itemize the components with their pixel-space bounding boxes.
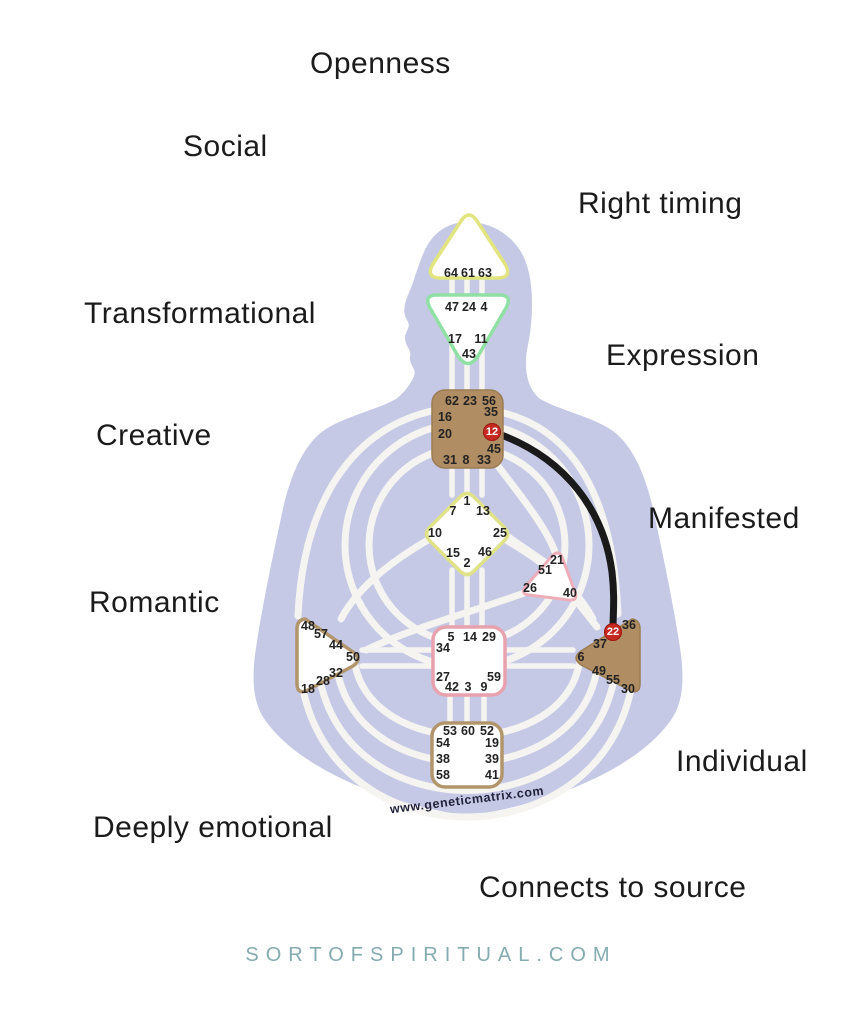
gate-15: 15	[446, 545, 460, 560]
gate-63: 63	[478, 265, 492, 280]
gate-17: 17	[448, 331, 462, 346]
gate-11: 11	[474, 331, 488, 346]
center-heart	[522, 551, 578, 602]
gate-9: 9	[480, 679, 488, 694]
label-individual: Individual	[676, 745, 808, 778]
gate-19: 19	[485, 735, 499, 750]
gate-49: 49	[592, 663, 606, 678]
gate-23: 23	[463, 393, 477, 408]
label-transformational: Transformational	[84, 297, 316, 330]
gate-61: 61	[461, 265, 475, 280]
center-root	[430, 721, 504, 789]
gate-22: 22	[604, 623, 622, 641]
label-connects-to-source: Connects to source	[479, 871, 747, 904]
gate-27: 27	[436, 669, 450, 684]
gate-31: 31	[443, 452, 457, 467]
gate-37: 37	[593, 636, 607, 651]
gate-5: 5	[447, 629, 455, 644]
gate-58: 58	[436, 767, 450, 782]
gate-46: 46	[478, 544, 492, 559]
gate-8: 8	[462, 452, 470, 467]
gate-3: 3	[464, 679, 472, 694]
gate-62: 62	[445, 393, 459, 408]
center-sacral	[431, 625, 507, 697]
gate-45: 45	[487, 441, 501, 456]
gate-51: 51	[538, 562, 552, 577]
center-spleen	[295, 617, 360, 694]
gate-57: 57	[314, 626, 328, 641]
gate-38: 38	[436, 751, 450, 766]
gate-47: 47	[445, 299, 459, 314]
gate-35: 35	[484, 404, 498, 419]
gate-44: 44	[329, 637, 343, 652]
gate-50: 50	[346, 649, 360, 664]
gate-4: 4	[480, 299, 488, 314]
gate-48: 48	[301, 618, 315, 633]
label-expression: Expression	[606, 339, 760, 372]
label-creative: Creative	[96, 419, 212, 452]
center-ajna	[425, 293, 511, 366]
gate-7: 7	[449, 503, 457, 518]
defined-channel-12-22	[492, 429, 618, 632]
gate-10: 10	[428, 525, 442, 540]
gate-41: 41	[485, 767, 499, 782]
gate-24: 24	[462, 299, 476, 314]
gate-25: 25	[493, 525, 507, 540]
gate-40: 40	[563, 585, 577, 600]
gate-29: 29	[482, 629, 496, 644]
gate-26: 26	[523, 580, 537, 595]
gate-60: 60	[461, 723, 475, 738]
gate-34: 34	[436, 640, 450, 655]
label-right-timing: Right timing	[578, 187, 743, 220]
gate-36: 36	[622, 617, 636, 632]
gate-6: 6	[577, 649, 585, 664]
label-romantic: Romantic	[89, 586, 220, 619]
gate-54: 54	[436, 735, 450, 750]
gate-21: 21	[550, 552, 564, 567]
footer-site-url: SORTOFSPIRITUAL.COM	[245, 944, 617, 966]
center-g	[424, 491, 510, 577]
gate-16: 16	[438, 409, 452, 424]
center-throat	[431, 389, 504, 469]
center-head	[428, 213, 510, 280]
gate-33: 33	[477, 452, 491, 467]
gate-53: 53	[443, 723, 457, 738]
gate-14: 14	[463, 629, 477, 644]
label-deeply-emotional: Deeply emotional	[93, 811, 333, 844]
gate-55: 55	[606, 672, 620, 687]
gate-2: 2	[463, 555, 471, 570]
center-solar-plexus	[575, 618, 641, 693]
label-manifested: Manifested	[648, 502, 800, 535]
gate-30: 30	[621, 681, 635, 696]
label-social: Social	[183, 130, 268, 163]
gate-18: 18	[301, 681, 315, 696]
gate-59: 59	[487, 669, 501, 684]
gate-39: 39	[485, 751, 499, 766]
gate-56: 56	[482, 393, 496, 408]
gate-32: 32	[329, 665, 343, 680]
gate-20: 20	[438, 426, 452, 441]
gate-43: 43	[462, 346, 476, 361]
gate-28: 28	[316, 673, 330, 688]
gate-64: 64	[444, 265, 458, 280]
label-openness: Openness	[310, 47, 451, 80]
gate-1: 1	[463, 493, 471, 508]
gate-52: 52	[480, 723, 494, 738]
gate-42: 42	[445, 679, 459, 694]
gate-13: 13	[476, 503, 490, 518]
gate-12: 12	[483, 423, 501, 441]
